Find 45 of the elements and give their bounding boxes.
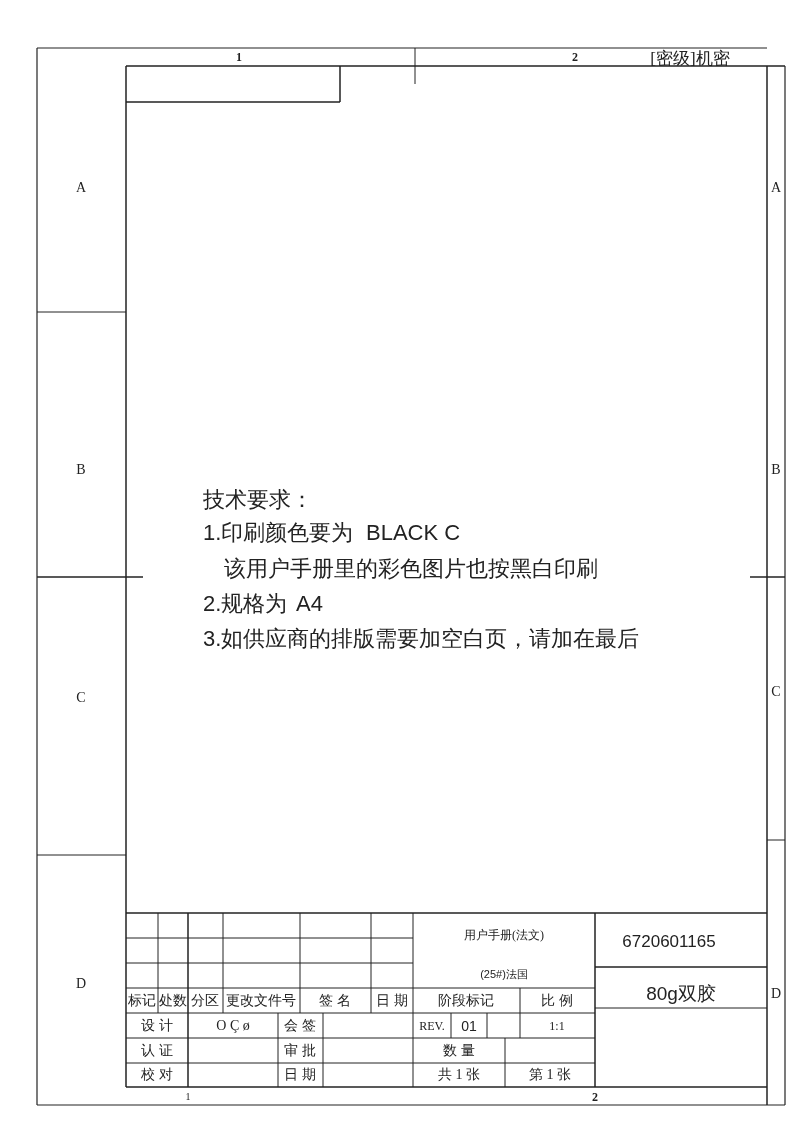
- row-label: 认 证: [141, 1044, 173, 1058]
- note-text: 3.如供应商的排版需要加空白页，请加在最后: [203, 628, 640, 650]
- row-label: 审 批: [284, 1044, 316, 1058]
- row-label: 设 计: [141, 1019, 173, 1033]
- note-text: 2.规格为: [203, 593, 288, 615]
- notes-heading: 技术要求：: [203, 489, 313, 511]
- note-text: A4: [296, 593, 323, 615]
- zone-letter: A: [770, 181, 782, 195]
- sheet-number: 第 1 张: [529, 1068, 571, 1082]
- zone-number: 2: [592, 1091, 598, 1103]
- revision-value: 01: [461, 1019, 477, 1033]
- header-text: 比 例: [541, 994, 573, 1008]
- classification-text: [密级]机密: [650, 49, 730, 67]
- zone-letter: D: [770, 987, 782, 1001]
- zone-letter: D: [75, 977, 87, 991]
- header-text: 签 名: [319, 994, 351, 1008]
- header-text: 更改文件号: [226, 994, 296, 1008]
- document-subtitle: (25#)法国: [480, 968, 528, 980]
- row-label: 会 签: [284, 1019, 316, 1033]
- zone-letter: A: [75, 181, 87, 195]
- zone-letter: B: [771, 463, 781, 477]
- zone-number: 1: [185, 1092, 191, 1102]
- row-label: 校 对: [141, 1068, 173, 1082]
- row-label: 数 量: [443, 1044, 475, 1058]
- zone-letter: C: [76, 691, 86, 705]
- scale-value: 1:1: [549, 1020, 565, 1032]
- note-text: 该用户手册里的彩色图片也按黑白印刷: [224, 558, 598, 580]
- header-text: 阶段标记: [438, 994, 494, 1008]
- note-text: 1.印刷颜色要为: [203, 522, 354, 544]
- note-text: BLACK C: [366, 522, 461, 544]
- header-text: 标记: [128, 994, 156, 1008]
- row-label: REV.: [419, 1020, 445, 1032]
- zone-number: 1: [236, 51, 242, 63]
- zone-letter: B: [76, 463, 86, 477]
- header-text: 日 期: [376, 994, 408, 1008]
- sheet-count: 共 1 张: [438, 1068, 480, 1082]
- zone-letter: C: [771, 685, 781, 699]
- header-text: 处数: [159, 994, 187, 1008]
- zone-number: 2: [572, 51, 578, 63]
- row-label: 日 期: [284, 1068, 316, 1082]
- paper-spec: 80g双胶: [646, 983, 716, 1003]
- part-number: 6720601165: [622, 932, 716, 950]
- stray-text: O Ç ø: [216, 1019, 250, 1033]
- header-text: 分区: [191, 994, 219, 1008]
- document-title: 用户手册(法文): [464, 929, 544, 941]
